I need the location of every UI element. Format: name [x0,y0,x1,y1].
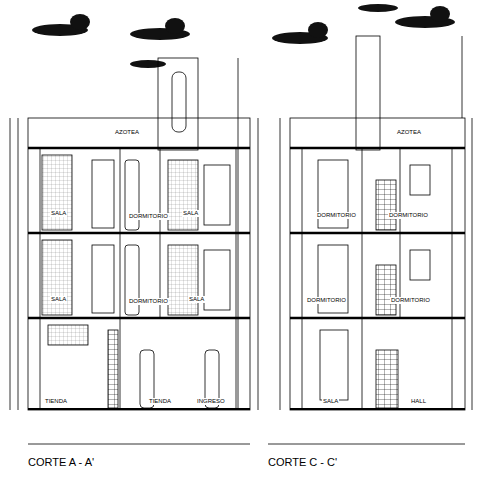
room-label: DORMITORIO [128,213,169,220]
room-label: TIENDA [148,398,172,405]
room-label: DORMITORIO [306,297,347,304]
room-label: SALA [322,398,339,405]
room-label: SALA [50,210,67,217]
room-label: DORMITORIO [388,212,429,219]
room-label: AZOTEA [114,129,140,136]
room-label: SALA [50,296,67,303]
section-caption: CORTE A - A' [28,456,94,469]
room-label: DORMITORIO [128,298,169,305]
room-label: HALL [410,398,427,405]
room-label: SALA [188,296,205,303]
room-label: DORMITORIO [390,297,431,304]
room-label: TIENDA [44,398,68,405]
room-label: DORMITORIO [316,212,357,219]
room-label: INGRESO [196,398,226,405]
section-caption: CORTE C - C' [268,456,337,469]
room-label: SALA [182,210,199,217]
room-label: AZOTEA [396,129,422,136]
